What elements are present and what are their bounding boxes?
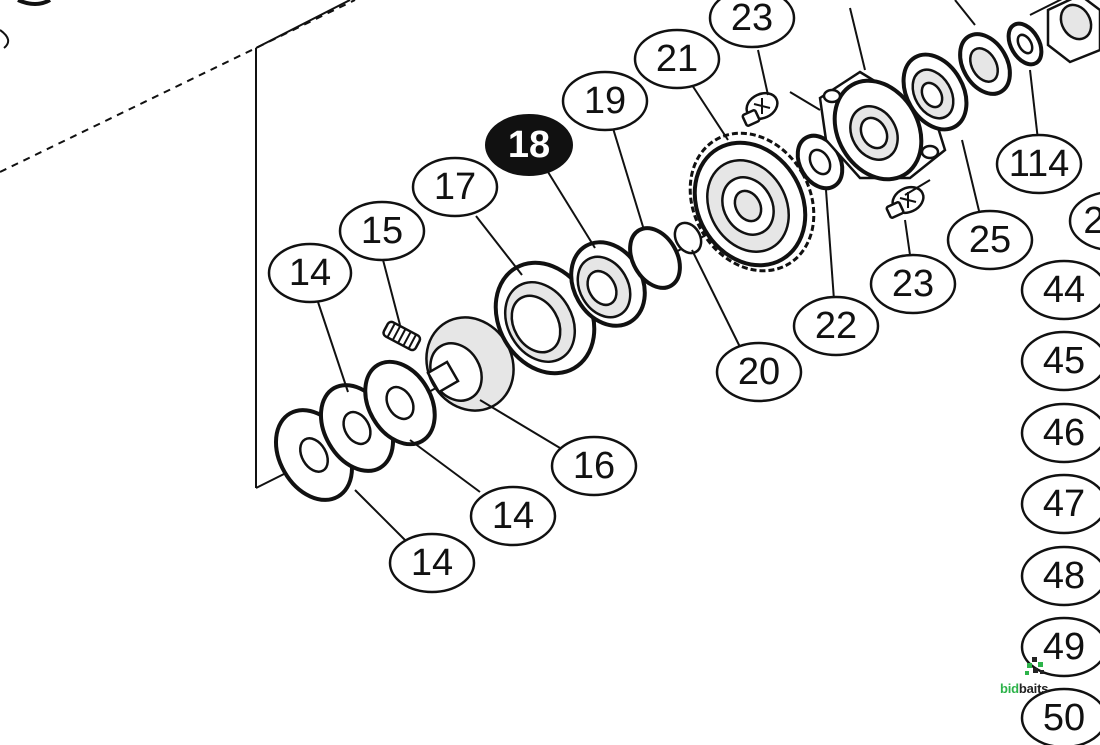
svg-text:16: 16 xyxy=(573,445,615,487)
frame-lines xyxy=(0,0,1100,489)
callout-20[interactable]: 20 xyxy=(715,341,803,403)
callout-15[interactable]: 15 xyxy=(338,200,426,262)
svg-text:20: 20 xyxy=(738,351,780,393)
callout-14-bottom[interactable]: 14 xyxy=(388,532,476,594)
svg-text:19: 19 xyxy=(584,80,626,122)
washer-part-114 xyxy=(1006,21,1044,67)
ring-part-19 xyxy=(628,226,682,290)
svg-text:14: 14 xyxy=(411,542,453,584)
callout-46[interactable]: 46 xyxy=(1020,402,1100,464)
callout-25[interactable]: 25 xyxy=(946,209,1034,271)
screw-part-23-upper xyxy=(741,91,779,127)
nut-part xyxy=(1046,0,1100,64)
callout-48[interactable]: 48 xyxy=(1020,545,1100,607)
bearing-secondary xyxy=(958,32,1012,96)
callout-114[interactable]: 114 xyxy=(995,133,1083,195)
svg-text:44: 44 xyxy=(1043,269,1085,311)
svg-text:17: 17 xyxy=(434,166,476,208)
bidbaits-watermark: bidbaits xyxy=(1000,655,1062,699)
svg-text:25: 25 xyxy=(969,219,1011,261)
svg-text:23: 23 xyxy=(892,263,934,305)
svg-text:15: 15 xyxy=(361,210,403,252)
callout-23-bottom[interactable]: 23 xyxy=(869,253,957,315)
svg-text:114: 114 xyxy=(1009,143,1070,185)
flange-plate xyxy=(818,70,947,182)
screw-part-23-lower xyxy=(885,185,925,219)
svg-text:23: 23 xyxy=(731,0,773,39)
gear-part-21 xyxy=(688,131,816,273)
callout-44[interactable]: 44 xyxy=(1020,259,1100,321)
leader-lines xyxy=(317,0,1039,546)
set-screw-part-15 xyxy=(382,320,422,352)
washer-part-14-inner xyxy=(363,359,437,447)
svg-text:47: 47 xyxy=(1043,483,1085,525)
callout-2-partial[interactable]: 2 xyxy=(1068,191,1100,251)
collar-part-16 xyxy=(425,316,515,412)
callout-21[interactable]: 21 xyxy=(633,28,721,90)
callout-50[interactable]: 50 xyxy=(1020,687,1100,745)
svg-text:14: 14 xyxy=(289,252,331,294)
svg-text:2: 2 xyxy=(1083,200,1100,242)
brand-wordmark: bidbaits xyxy=(1000,681,1048,696)
svg-text:14: 14 xyxy=(492,495,534,537)
bidbaits-logo-icon xyxy=(1025,657,1044,675)
callout-47[interactable]: 47 xyxy=(1020,473,1100,535)
callout-22[interactable]: 22 xyxy=(792,295,880,357)
callout-18-highlighted[interactable]: 18 xyxy=(485,114,573,176)
svg-text:49: 49 xyxy=(1043,626,1085,668)
callout-14-middle[interactable]: 14 xyxy=(469,485,557,547)
ring-part-20 xyxy=(673,221,703,255)
callout-49[interactable]: 49 xyxy=(1020,616,1100,678)
callout-19[interactable]: 19 xyxy=(561,70,649,132)
bearing-part-25 xyxy=(901,52,969,132)
callout-17[interactable]: 17 xyxy=(411,156,499,218)
callouts: 14 14 14 15 16 17 18 19 xyxy=(267,0,1100,745)
svg-text:18: 18 xyxy=(508,124,550,166)
svg-text:21: 21 xyxy=(656,38,698,80)
bearing-part-18 xyxy=(569,240,647,328)
callout-23-top[interactable]: 23 xyxy=(708,0,796,49)
callout-45[interactable]: 45 xyxy=(1020,330,1100,392)
brand-part-1: bid xyxy=(1000,681,1019,696)
brand-part-2: baits xyxy=(1018,681,1049,696)
svg-text:48: 48 xyxy=(1043,555,1085,597)
svg-text:50: 50 xyxy=(1043,697,1085,739)
svg-text:45: 45 xyxy=(1043,340,1085,382)
callout-16[interactable]: 16 xyxy=(550,435,638,497)
svg-text:46: 46 xyxy=(1043,412,1085,454)
svg-text:22: 22 xyxy=(815,305,857,347)
callout-14-top[interactable]: 14 xyxy=(267,242,353,304)
